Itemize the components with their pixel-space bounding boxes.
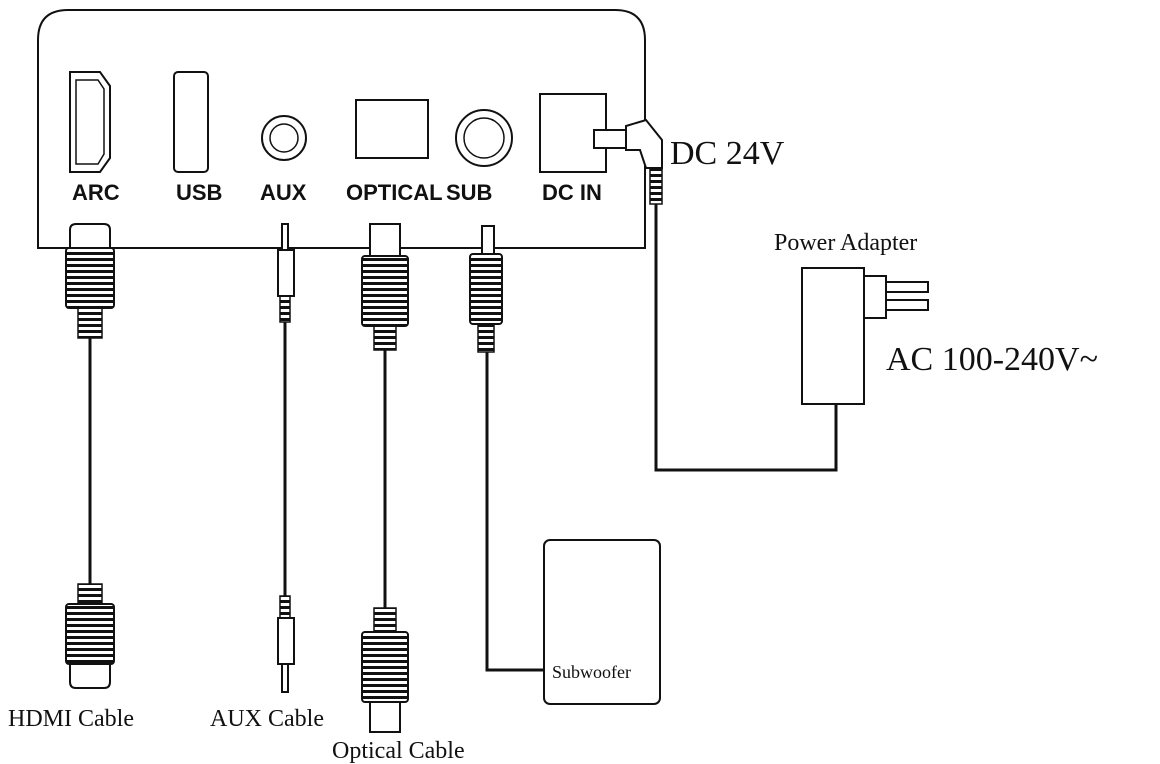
aux-port-label: AUX <box>260 180 307 205</box>
optical-cable <box>361 223 409 733</box>
aux-cable <box>277 223 295 693</box>
sub-port[interactable] <box>455 109 513 167</box>
aux-cable-label: AUX Cable <box>210 706 324 732</box>
power-adapter-label: Power Adapter <box>774 230 917 256</box>
usb-port[interactable] <box>173 71 209 173</box>
usb-port-label: USB <box>176 180 222 205</box>
device-back-panel <box>37 9 646 249</box>
optical-port-label: OPTICAL <box>346 180 443 205</box>
arc-port[interactable] <box>69 71 111 173</box>
hdmi-cable-label: HDMI Cable <box>8 706 134 732</box>
subwoofer-cable <box>469 225 546 672</box>
optical-cable-label: Optical Cable <box>332 738 465 764</box>
power-adapter-icon <box>801 267 929 405</box>
hdmi-cable <box>65 223 115 689</box>
dc-plug-icon <box>593 118 663 205</box>
dc-in-port-label: DC IN <box>542 180 602 205</box>
dc-cable <box>654 204 838 472</box>
subwoofer-label: Subwoofer <box>552 662 631 682</box>
dc-voltage-label: DC 24V <box>670 135 785 172</box>
subwoofer-icon <box>543 539 661 705</box>
sub-port-label: SUB <box>446 180 492 205</box>
aux-port[interactable] <box>261 115 307 161</box>
optical-port[interactable] <box>355 99 429 159</box>
ac-voltage-label: AC 100-240V~ <box>886 341 1098 378</box>
arc-port-label: ARC <box>72 180 120 205</box>
